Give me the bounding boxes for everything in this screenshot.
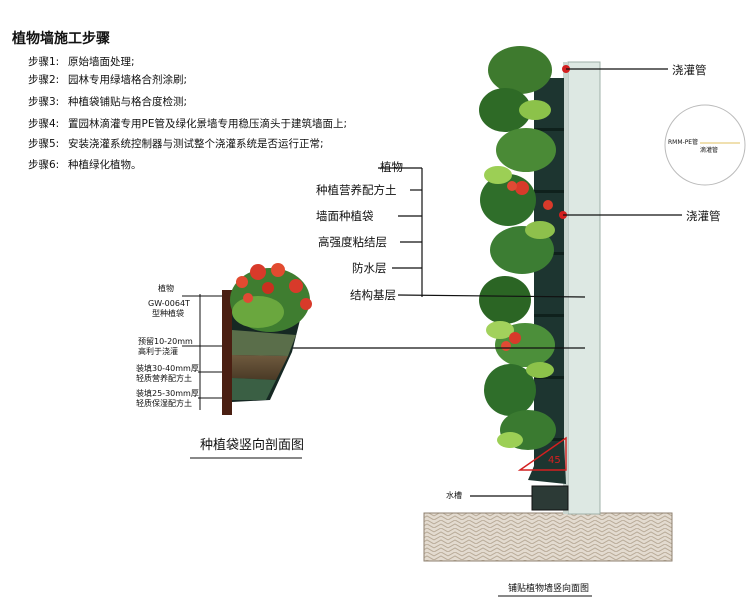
ground-slab bbox=[423, 512, 673, 562]
angle-label: 45 bbox=[548, 455, 561, 466]
layer-label-bond: 高强度粘结层 bbox=[318, 235, 387, 249]
detail-label-2: 滴灌管 bbox=[700, 147, 719, 154]
pipe-label-mid: 浇灌管 bbox=[686, 209, 721, 223]
pipe-label-top: 浇灌管 bbox=[672, 63, 707, 77]
bag-label-model-1: GW-0064T bbox=[148, 299, 190, 308]
step-5: 步骤5:安装浇灌系统控制器与测试整个浇灌系统是否运行正常; bbox=[28, 138, 324, 150]
page-title: 植物墙施工步骤 bbox=[12, 31, 110, 47]
step-2: 步骤2:园林专用绿墙格合剂涂刷; bbox=[28, 74, 188, 86]
layer-label-soil: 种植营养配方土 bbox=[316, 183, 397, 197]
bag-label-fill2-1: 装填25-30mm厚 bbox=[136, 389, 199, 398]
step-4: 步骤4:置园林滴灌专用PE管及绿化景墙专用稳压滴头于建筑墙面上; bbox=[28, 118, 348, 130]
pipe-detail-circle bbox=[664, 104, 746, 186]
bottom-bag bbox=[528, 440, 566, 484]
layer-label-waterproof: 防水层 bbox=[352, 261, 387, 275]
bag-label-gap-2: 高利于浇灌 bbox=[138, 347, 178, 356]
step-6: 步骤6:种植绿化植物。 bbox=[28, 159, 142, 171]
bag-label-model-2: 型种植袋 bbox=[152, 309, 184, 318]
wall-caption: 铺贴植物墙竖向面图 bbox=[508, 584, 590, 594]
bag-label-fill1-1: 装填30-40mm厚 bbox=[136, 364, 199, 373]
layer-label-structure: 结构基层 bbox=[350, 288, 396, 302]
bag-section bbox=[222, 263, 312, 415]
bag-label-fill2-2: 轻质保湿配方土 bbox=[136, 399, 192, 408]
step-1: 步骤1:原始墙面处理; bbox=[28, 56, 135, 68]
detail-label-1: RMM-PE管 bbox=[668, 139, 699, 146]
step-3: 步骤3:种植袋铺贴与格合度检测; bbox=[28, 96, 188, 108]
gutter-label: 水槽 bbox=[446, 491, 462, 500]
wall-foliage bbox=[479, 46, 556, 450]
bag-label-plant: 植物 bbox=[158, 284, 174, 293]
bag-label-gap-1: 预留10-20mm bbox=[138, 337, 193, 346]
gutter-tank bbox=[531, 485, 569, 511]
building-wall bbox=[567, 61, 601, 515]
bag-caption: 种植袋竖向剖面图 bbox=[200, 438, 305, 453]
bag-label-fill1-2: 轻质营养配方土 bbox=[136, 374, 192, 383]
layer-label-bag: 墙面种植袋 bbox=[316, 209, 374, 223]
layer-label-plant: 植物 bbox=[380, 160, 403, 174]
